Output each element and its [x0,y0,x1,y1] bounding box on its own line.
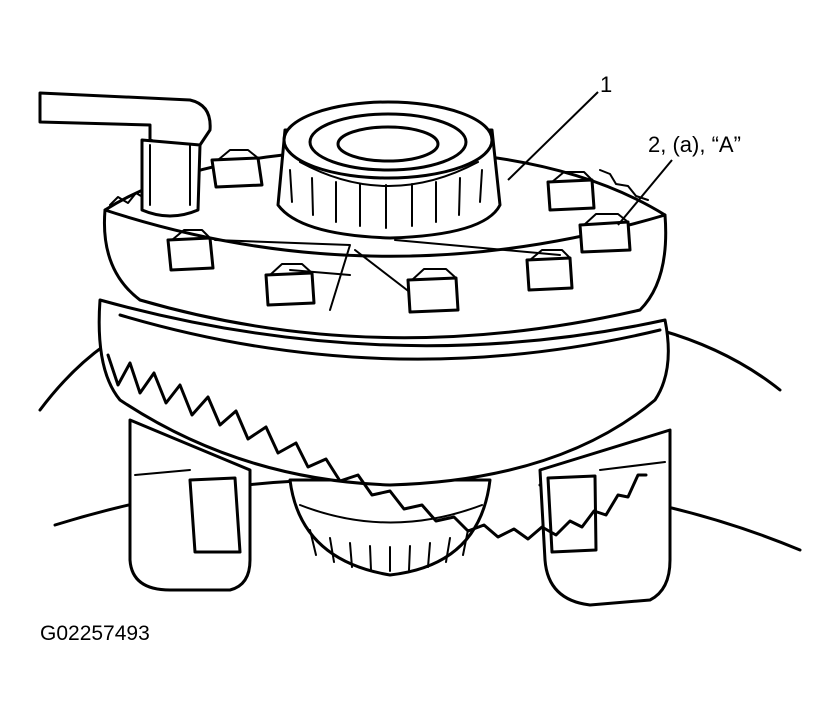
ring-gear [97,298,670,541]
bolt-5 [525,249,574,292]
leader-line-2 [617,159,673,226]
callout-2-label: 2, (a), “A” [648,132,741,157]
lower-bearing [288,478,492,577]
bolt-1 [210,149,264,189]
bolt-4 [406,268,460,314]
bolt-3 [264,263,316,307]
top-bearing [276,100,502,240]
callout-1-label: 1 [600,72,612,97]
wrench-tool [38,91,212,218]
left-bearing-cap [128,418,252,592]
bolt-6 [578,213,632,254]
leader-lines [507,91,673,226]
bolt-2 [166,229,215,272]
leader-line-1 [507,91,599,181]
figure-id: G02257493 [40,622,150,645]
flange-bolts [166,149,632,314]
bolt-7 [546,171,596,212]
